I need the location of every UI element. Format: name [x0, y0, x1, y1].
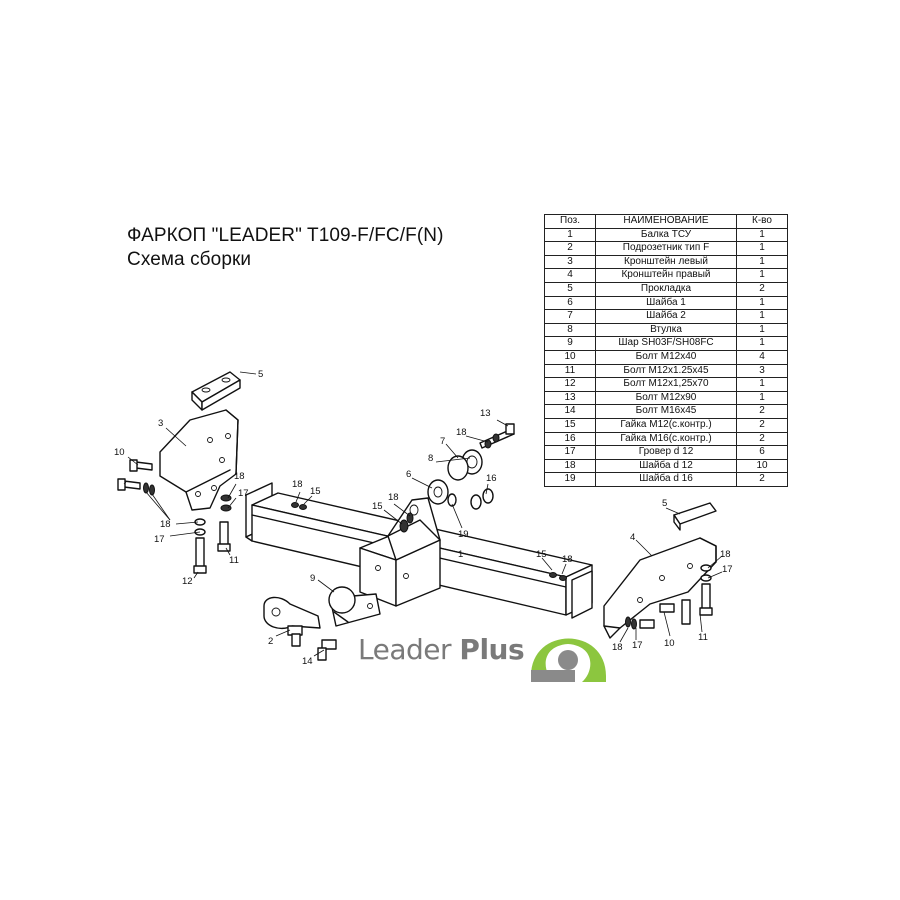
- callout-10: 10: [114, 447, 125, 458]
- callout-18: 18: [456, 427, 467, 438]
- callout-15: 15: [372, 501, 383, 512]
- title-block: ФАРКОП "LEADER" T109-F/FC/F(N) Схема сбо…: [127, 224, 444, 272]
- callout-13: 13: [480, 408, 491, 419]
- part-socket-plate: [263, 596, 337, 661]
- callout-18: 18: [612, 642, 623, 653]
- callout-labels: 5 3 10 18 17 12 11 18 17 18 15 13 18 7 8…: [114, 369, 733, 667]
- cell-position: 19: [544, 472, 596, 487]
- callout-10: 10: [664, 638, 675, 649]
- callout-15: 15: [536, 549, 547, 560]
- callout-15: 15: [310, 486, 321, 497]
- callout-11: 11: [698, 632, 708, 643]
- parts-table-header: Поз. НАИМЕНОВАНИЕ К-во: [544, 214, 788, 229]
- part-spacer-left: [191, 371, 241, 411]
- part-tow-ball: [328, 586, 381, 627]
- cell-quantity: 2: [736, 281, 788, 297]
- callout-1: 1: [458, 549, 463, 560]
- leader-plus-logo-text: Leader Plus: [358, 633, 525, 666]
- callout-17: 17: [632, 640, 643, 651]
- callout-3: 3: [158, 418, 163, 429]
- callout-2: 2: [268, 636, 273, 647]
- callout-14: 14: [302, 656, 313, 667]
- diagram-title: ФАРКОП "LEADER" T109-F/FC/F(N): [127, 225, 444, 246]
- callout-17: 17: [154, 534, 165, 545]
- callout-17: 17: [722, 564, 733, 575]
- callout-7: 7: [440, 436, 445, 447]
- callout-11: 11: [229, 555, 239, 566]
- part-sleeve-washers: [399, 423, 515, 533]
- logo-word-leader: Leader: [358, 633, 452, 666]
- leader-lines: [123, 371, 723, 657]
- callout-19: 19: [458, 529, 469, 540]
- callout-18: 18: [388, 492, 399, 503]
- callout-5: 5: [662, 498, 667, 509]
- callout-18: 18: [292, 479, 303, 490]
- callout-17: 17: [238, 488, 249, 499]
- diagram-subtitle: Схема сборки: [127, 249, 252, 270]
- callout-18: 18: [562, 554, 573, 565]
- callout-6: 6: [406, 469, 411, 480]
- part-bolts-left: [117, 459, 232, 574]
- part-bracket-left: [159, 409, 239, 511]
- callout-5: 5: [258, 369, 263, 380]
- callout-12: 12: [182, 576, 193, 587]
- part-center-block: [359, 497, 441, 607]
- callout-18: 18: [720, 549, 731, 560]
- part-bracket-right: [603, 502, 717, 639]
- callout-16: 16: [486, 473, 497, 484]
- leader-plus-logo-icon: [531, 638, 606, 682]
- callout-4: 4: [630, 532, 635, 543]
- callout-8: 8: [428, 453, 433, 464]
- callout-9: 9: [310, 573, 315, 584]
- callout-18: 18: [160, 519, 171, 530]
- callout-18: 18: [234, 471, 245, 482]
- cell-quantity: 2: [736, 472, 788, 487]
- logo-word-plus: Plus: [459, 633, 525, 666]
